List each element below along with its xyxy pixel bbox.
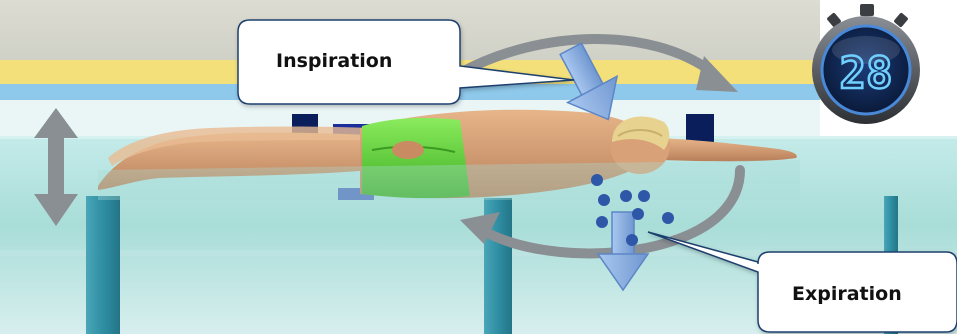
lane-post [86,196,120,334]
wall-marker [686,114,714,142]
inspiration-label: Inspiration [276,50,392,72]
expiration-label: Expiration [792,283,902,305]
timer-display: 28 [840,48,893,99]
stopwatch-icon: 28 [812,4,920,124]
